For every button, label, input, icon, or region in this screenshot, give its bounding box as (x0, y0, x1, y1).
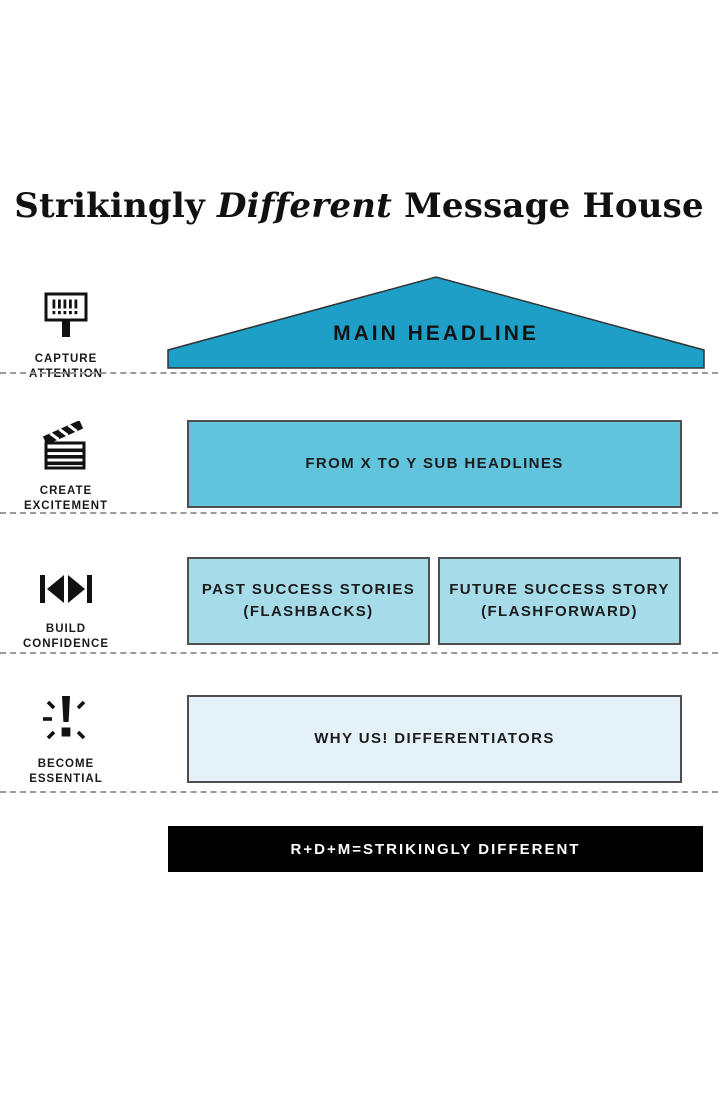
exclamation-burst-icon (39, 694, 93, 751)
past-success-stories-box: PAST SUCCESS STORIES (FLASHBACKS) (187, 557, 430, 645)
separator-line-2 (0, 512, 718, 514)
future-success-story-box: FUTURE SUCCESS STORY (FLASHFORWARD) (438, 557, 681, 645)
become-essential-label: BECOME ESSENTIAL (29, 758, 103, 785)
roof-polygon (167, 276, 705, 369)
section-capture-attention: CAPTURE ATTENTION (10, 291, 122, 382)
title-part-1: Strikingly (14, 186, 217, 226)
clapperboard-icon (40, 420, 92, 478)
main-headline-box: MAIN HEADLINE (333, 322, 539, 345)
billboard-exclamations-icon (42, 291, 90, 346)
create-excitement-label: CREATE EXCITEMENT (23, 485, 109, 512)
section-become-essential: BECOME ESSENTIAL (10, 694, 122, 787)
differentiators-box: WHY US! DIFFERENTIATORS (187, 695, 682, 783)
separator-line-1 (0, 372, 718, 374)
section-build-confidence: BUILD CONFIDENCE (10, 573, 122, 652)
title-part-italic: Different (216, 186, 393, 226)
build-confidence-label: BUILD CONFIDENCE (22, 623, 110, 650)
footer-formula-bar: R+D+M=STRIKINGLY DIFFERENT (168, 826, 703, 872)
separator-line-4 (0, 791, 718, 793)
sub-headlines-box: FROM X TO Y SUB HEADLINES (187, 420, 682, 508)
page-title: Strikingly Different Message House (0, 186, 718, 226)
separator-line-3 (0, 652, 718, 654)
skip-back-forward-icon (38, 573, 94, 610)
capture-attention-label: CAPTURE ATTENTION (29, 353, 103, 380)
roof-shape (167, 276, 705, 369)
title-part-3: Message House (392, 186, 704, 226)
section-create-excitement: CREATE EXCITEMENT (10, 420, 122, 514)
